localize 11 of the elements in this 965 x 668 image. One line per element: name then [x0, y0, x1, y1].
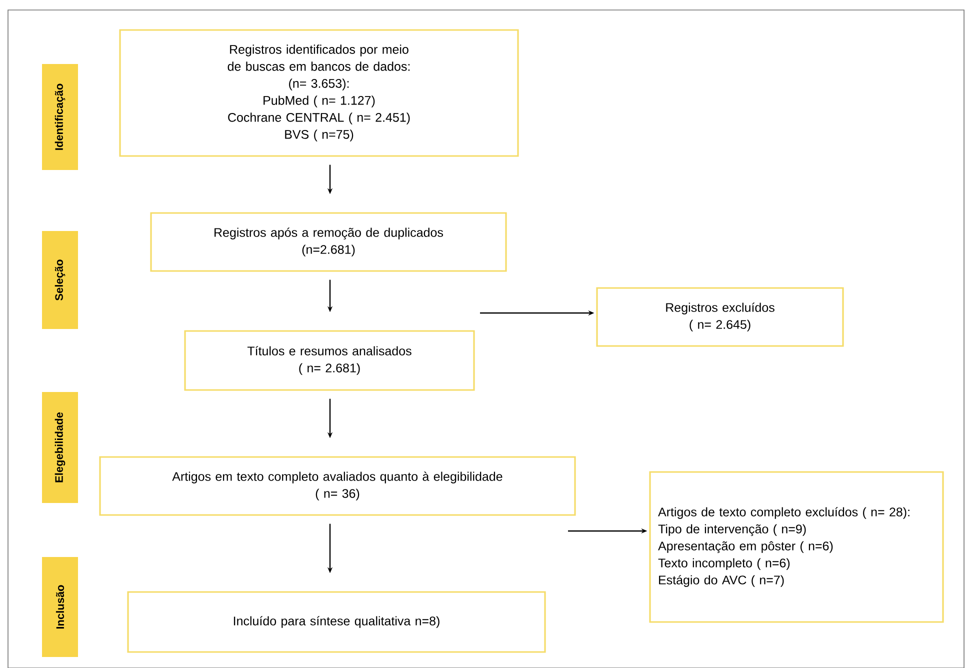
process-box: Artigos de texto completo excluídos ( n= 28): Tipo de intervenção ( n=9) Apresentação em pôster ( n=6) Texto incompleto ( n=6) Estágio do AVC ( n=7): [649, 471, 944, 623]
stage-band: Elegebilidade: [42, 392, 78, 503]
process-box: Artigos em texto completo avaliados quanto à elegibilidade ( n= 36): [99, 456, 576, 516]
process-box: Registros excluídos ( n= 2.645): [596, 287, 844, 347]
stage-band: Seleção: [42, 231, 78, 329]
stage-band: Inclusão: [42, 557, 78, 657]
stage-band: Identificação: [42, 64, 78, 170]
process-box: Registros após a remoção de duplicados (n=2.681): [150, 212, 507, 272]
process-box: Registros identificados por meio de buscas em bancos de dados: (n= 3.653): PubMed ( n= 1.127) Cochrane CENTRAL ( n= 2.451) BVS ( n=75): [119, 29, 519, 157]
process-box: Títulos e resumos analisados ( n= 2.681): [184, 330, 475, 391]
process-box: Incluído para síntese qualitativa n=8): [127, 591, 546, 653]
